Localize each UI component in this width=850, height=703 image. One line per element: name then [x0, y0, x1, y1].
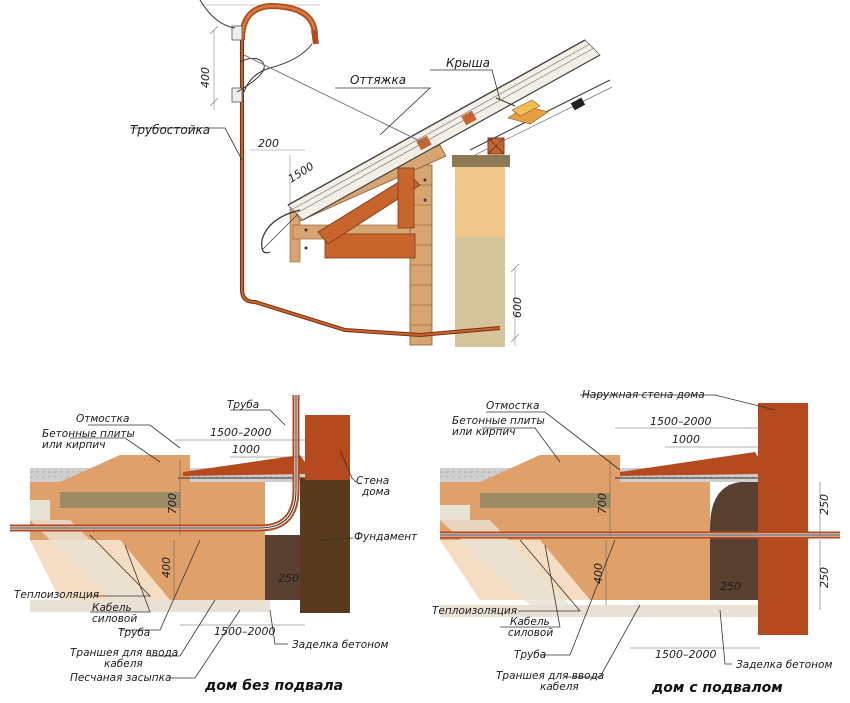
dim-1000-r: 1000 — [672, 433, 700, 446]
label-concrete-seal: Заделка бетоном — [292, 639, 388, 651]
no-basement-diagram: Труба Отмостка Бетонные плиты или кирпич… — [10, 395, 418, 694]
caption-with-basement: дом с подвалом — [651, 680, 783, 696]
label-trench-r-1: Траншея для ввода — [496, 670, 604, 682]
roof-entry-diagram: Трубостойка Оттяжка Крыша 400 200 1500 6… — [130, 0, 613, 347]
label-slabs-r-2: или кирпич — [452, 426, 515, 438]
caption-no-basement: дом без подвала — [204, 678, 343, 694]
dim-600: 600 — [511, 297, 524, 318]
label-concrete-seal-r: Заделка бетоном — [736, 659, 832, 671]
label-trench-r-2: кабеля — [540, 681, 579, 693]
dim-700: 700 — [166, 493, 179, 514]
pipe-stand — [199, 0, 501, 338]
label-pipe-top: Труба — [227, 399, 259, 411]
dim-700-r: 700 — [596, 493, 609, 514]
dim-span-top-r: 1500–2000 — [650, 415, 712, 428]
label-blind-area: Отмостка — [76, 413, 129, 425]
label-wall-2: дома — [361, 486, 390, 498]
label-pipe-bottom: Труба — [118, 627, 150, 639]
dim-250-wall-upper: 250 — [818, 494, 831, 515]
dim-span-bottom-r: 1500–2000 — [655, 648, 717, 661]
label-insulation: Теплоизоляция — [14, 589, 99, 601]
dim-400: 400 — [160, 557, 173, 578]
dim-250-wall-lower: 250 — [818, 567, 831, 588]
dim-400-r: 400 — [592, 563, 605, 584]
label-slabs-1: Бетонные плиты — [42, 428, 135, 440]
house-wall — [452, 137, 510, 347]
dim-400-top: 400 — [199, 67, 212, 88]
label-guy-wire: Оттяжка — [350, 73, 406, 87]
dim-250: 250 — [278, 572, 299, 585]
label-cable-r-1: Кабель — [510, 616, 550, 628]
roof-covering — [287, 39, 613, 221]
label-outer-wall: Наружная стена дома — [582, 389, 705, 401]
label-pipe-bottom-r: Труба — [514, 649, 546, 661]
label-trench-1: Траншея для ввода — [70, 647, 178, 659]
dim-span-bottom: 1500–2000 — [214, 625, 276, 638]
dim-span-top: 1500–2000 — [210, 426, 272, 439]
dim-1000: 1000 — [232, 443, 260, 456]
label-slabs-2: или кирпич — [42, 439, 105, 451]
label-blind-area-r: Отмостка — [486, 400, 539, 412]
label-foundation: Фундамент — [354, 531, 418, 543]
label-insulation-r: Теплоизоляция — [432, 605, 517, 617]
label-pipe-stand: Трубостойка — [130, 123, 210, 137]
label-roof: Крыша — [446, 56, 490, 70]
label-wall-1: Стена — [356, 475, 389, 487]
label-sand: Песчаная засыпка — [70, 672, 171, 684]
label-cable-r-2: силовой — [508, 627, 553, 639]
dim-250-r: 250 — [720, 580, 741, 593]
label-trench-2: кабеля — [104, 658, 143, 670]
label-slabs-r-1: Бетонные плиты — [452, 415, 545, 427]
dim-200: 200 — [258, 137, 279, 150]
with-basement-diagram: Наружная стена дома Отмостка Бетонные пл… — [432, 389, 840, 696]
label-cable-2: силовой — [92, 613, 137, 625]
label-cable-1: Кабель — [92, 602, 132, 614]
